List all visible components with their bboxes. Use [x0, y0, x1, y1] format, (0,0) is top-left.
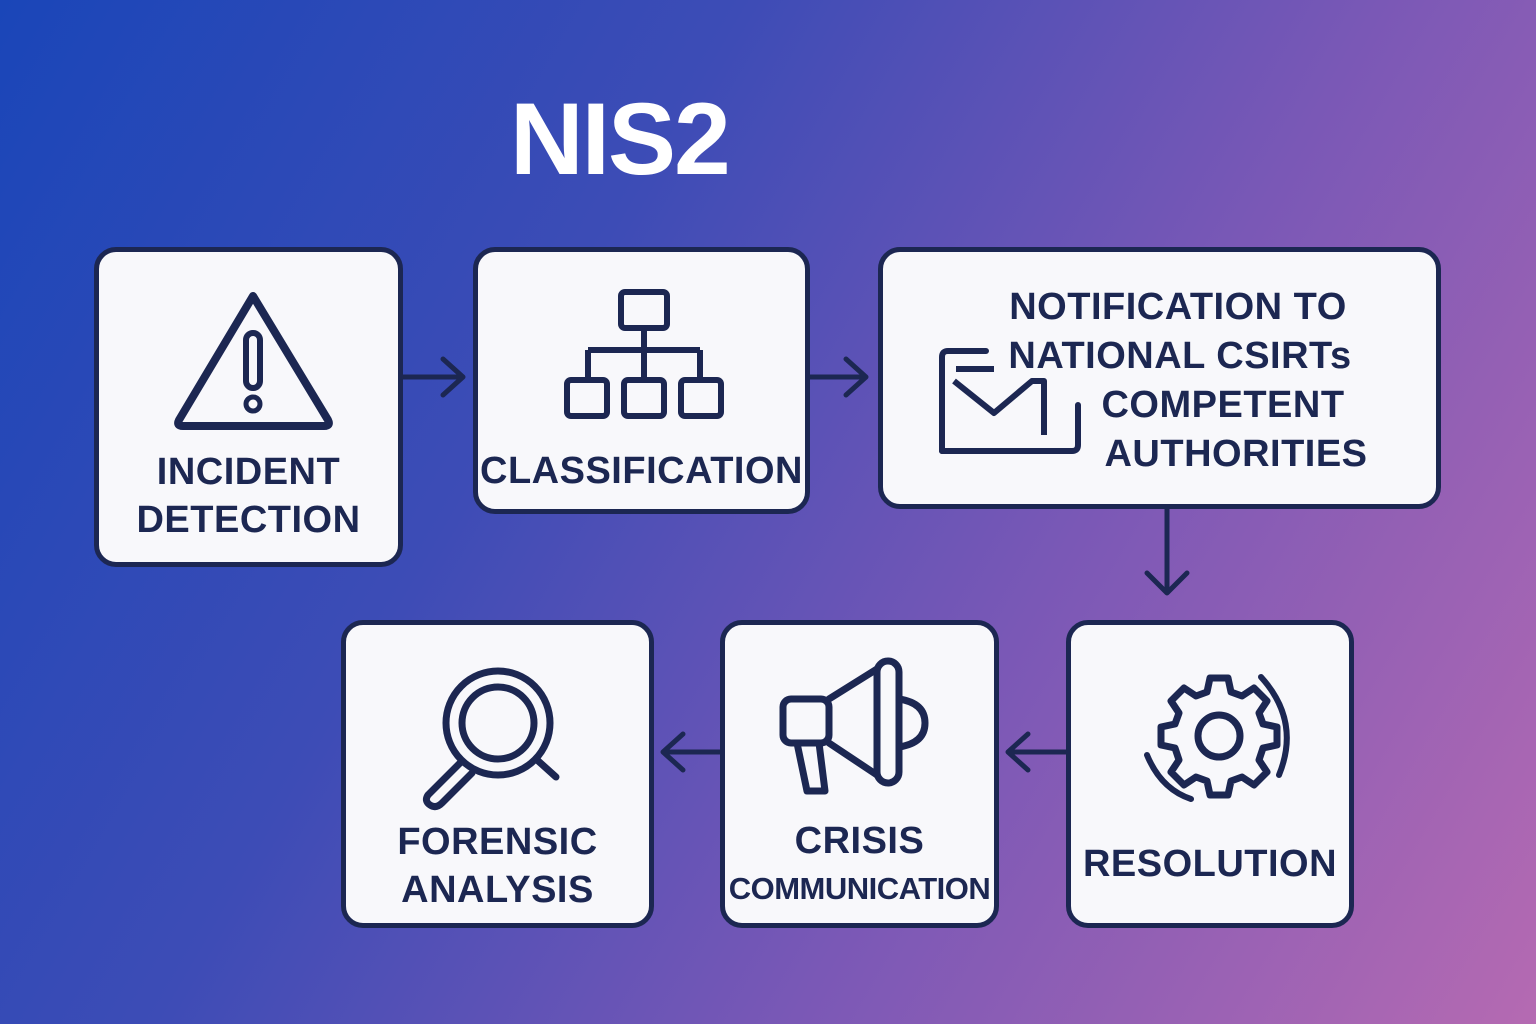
- magnifier-icon: [418, 663, 568, 813]
- step-label: RESOLUTION: [1082, 843, 1338, 885]
- step-classification: CLASSIFICATION: [473, 247, 810, 514]
- arrow-left-icon: [655, 730, 721, 774]
- page-title: NIS2: [510, 82, 731, 196]
- step-label-line2: NATIONAL CSIRTs: [1008, 335, 1352, 377]
- step-incident-detection: INCIDENT DETECTION: [94, 247, 403, 567]
- step-label-line1: NOTIFICATION TO: [1009, 286, 1347, 328]
- gear-icon: [1139, 663, 1304, 813]
- hierarchy-icon: [563, 288, 728, 423]
- step-label-line2: COMMUNICATION: [728, 871, 991, 906]
- arrow-right-icon: [810, 355, 874, 399]
- step-notification: NOTIFICATION TO NATIONAL CSIRTs COMPETEN…: [878, 247, 1441, 509]
- envelope-icon: [936, 343, 1086, 458]
- step-crisis-communication: CRISIS COMMUNICATION: [720, 620, 999, 928]
- arrow-down-icon: [1142, 509, 1192, 599]
- arrow-left-icon: [1000, 730, 1066, 774]
- megaphone-icon: [777, 655, 937, 805]
- step-label: CLASSIFICATION: [480, 450, 803, 492]
- step-label: INCIDENT DETECTION: [136, 451, 361, 541]
- step-forensic-analysis: FORENSIC ANALYSIS: [341, 620, 654, 928]
- step-label-line1: CRISIS: [794, 820, 925, 862]
- warning-icon: [171, 288, 336, 433]
- step-label-line3: COMPETENT: [1101, 384, 1345, 426]
- step-label: FORENSIC ANALYSIS: [397, 821, 598, 911]
- step-resolution: RESOLUTION: [1066, 620, 1354, 928]
- step-label-line4: AUTHORITIES: [1104, 433, 1368, 475]
- arrow-right-icon: [403, 355, 471, 399]
